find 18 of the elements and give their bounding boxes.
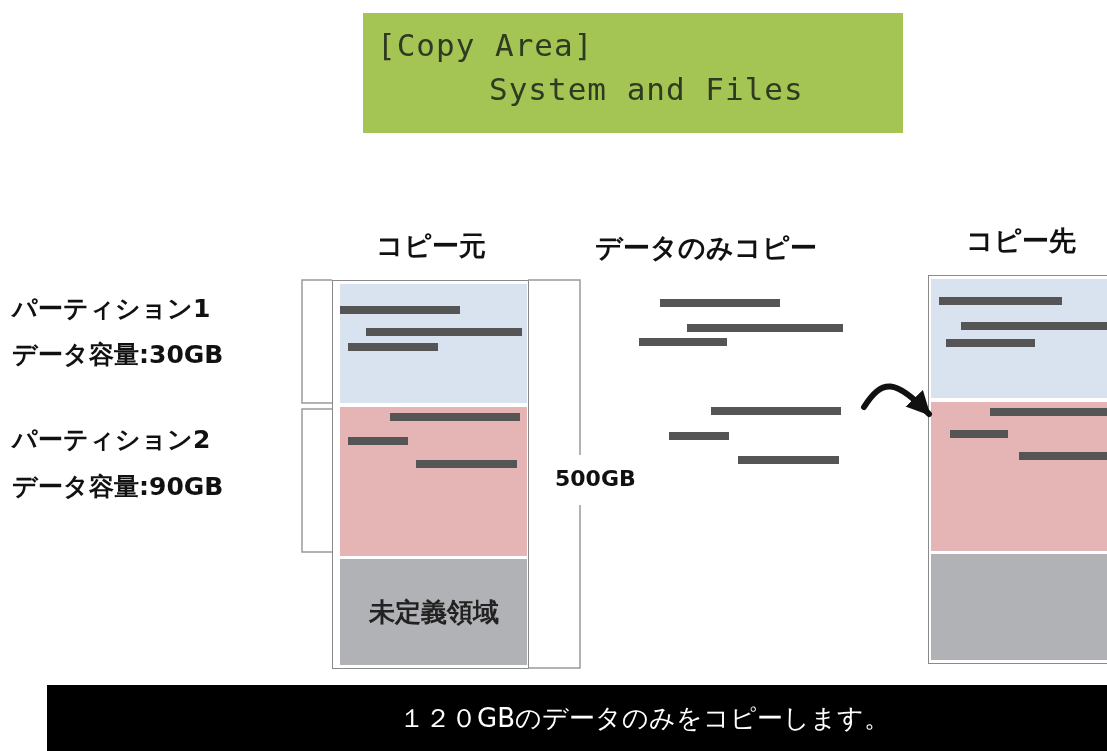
curved-arrow bbox=[861, 383, 932, 417]
partition-block bbox=[340, 559, 527, 665]
partition-block bbox=[931, 402, 1107, 551]
column-heading: コピー元 bbox=[374, 229, 487, 263]
column-heading: データのみコピー bbox=[595, 231, 817, 265]
display-text: [Copy Area] bbox=[377, 27, 594, 63]
partition-label: 未定義領域 bbox=[367, 596, 500, 629]
dimension-label: 500GB bbox=[555, 466, 636, 491]
display-text: System and Files bbox=[489, 71, 804, 107]
capacity-label: データ容量:90GB bbox=[12, 471, 224, 503]
display-panel bbox=[363, 13, 903, 133]
capacity-label: データ容量:30GB bbox=[12, 339, 224, 371]
column-heading: コピー先 bbox=[964, 224, 1077, 258]
partition-label: パーティション2 bbox=[12, 424, 211, 456]
partition-block bbox=[931, 554, 1107, 660]
partition-label: パーティション1 bbox=[12, 293, 211, 325]
caption-banner: １２０GBのデータのみをコピーします。 bbox=[47, 685, 1107, 751]
partition-block bbox=[340, 407, 527, 556]
